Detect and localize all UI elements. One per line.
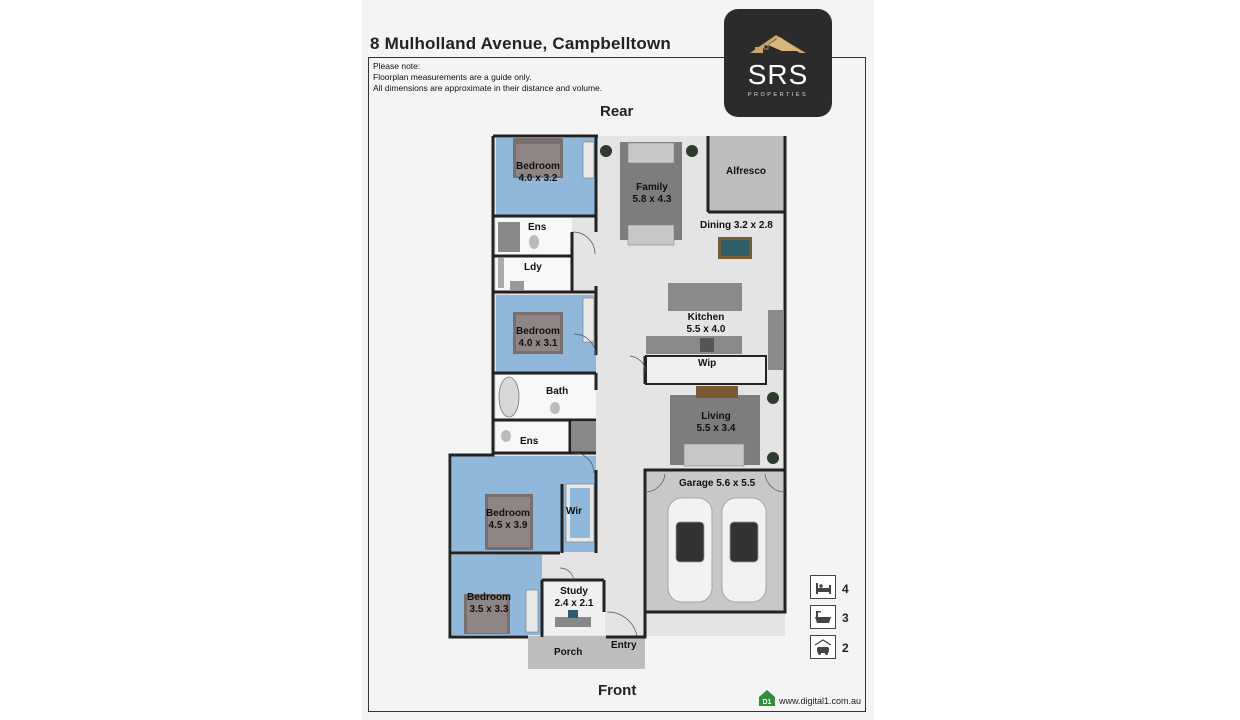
house-roof-icon	[750, 35, 806, 53]
entry-area	[605, 582, 645, 636]
kitchen-side-bench	[768, 310, 783, 370]
property-title: 8 Mulholland Avenue, Campbelltown	[370, 34, 671, 53]
legend-bath	[810, 605, 836, 629]
room-living-dims: 5.5 x 3.4	[696, 423, 736, 434]
walls	[448, 134, 787, 639]
room-bedroom-2-name: Bedroom	[516, 326, 560, 337]
bedroom-1-wardrobe	[582, 141, 595, 179]
room-kitchen: Kitchen 5.5 x 4.0	[684, 312, 728, 336]
footer-url: www.digital1.com.au	[779, 696, 862, 706]
room-alfresco: Alfresco	[726, 166, 767, 177]
note-line-1: Please note:	[373, 61, 421, 71]
legend-bed-count: 4	[842, 582, 849, 596]
legend-bed	[810, 575, 836, 599]
legend-car	[810, 635, 836, 659]
room-study: Study 2.4 x 2.1	[553, 586, 595, 610]
room-study-name: Study	[560, 586, 588, 597]
room-entry: Entry	[611, 640, 637, 651]
room-bedroom-1: Bedroom 4.0 x 3.2	[516, 161, 560, 185]
room-bath: Bath	[546, 386, 569, 397]
room-study-dims: 2.4 x 2.1	[554, 598, 594, 609]
room-bedroom-2-dims: 4.0 x 3.1	[518, 338, 558, 349]
room-family-dims: 5.8 x 4.3	[632, 194, 672, 205]
room-bedroom-4-dims: 3.5 x 3.3	[469, 604, 509, 615]
legend-car-count: 2	[842, 641, 849, 655]
legend-bath-count: 3	[842, 611, 849, 625]
room-porch: Porch	[554, 647, 583, 658]
door-swings	[559, 231, 786, 637]
room-kitchen-dims: 5.5 x 4.0	[686, 324, 726, 335]
room-bedroom-1-dims: 4.0 x 3.2	[518, 173, 558, 184]
room-dining: Dining 3.2 x 2.8	[700, 220, 773, 231]
bathtub-icon	[815, 611, 831, 623]
laundry-floor	[496, 257, 572, 291]
tv-unit	[696, 386, 738, 398]
room-ensuite-2: Ens	[520, 436, 539, 447]
srs-properties-logo: SRS PROPERTIES	[724, 9, 832, 117]
bedroom-2-wardrobe	[582, 297, 595, 343]
room-kitchen-name: Kitchen	[687, 312, 725, 323]
bed-icon	[816, 583, 831, 594]
logo-brand-text: SRS	[747, 59, 809, 90]
room-bedroom-4-name: Bedroom	[467, 592, 511, 603]
front-label: Front	[598, 682, 637, 699]
car-left	[667, 497, 713, 603]
room-garage: Garage 5.6 x 5.5	[679, 478, 756, 489]
room-living-name: Living	[701, 411, 731, 422]
note-line-2: Floorplan measurements are a guide only.	[373, 72, 532, 82]
note-line-3: All dimensions are approximate in their …	[373, 83, 603, 93]
room-bedroom-2: Bedroom 4.0 x 3.1	[515, 326, 561, 350]
room-living: Living 5.5 x 3.4	[694, 411, 738, 435]
room-bedroom-3: Bedroom 4.5 x 3.9	[485, 508, 531, 532]
room-bedroom-4: Bedroom 3.5 x 3.3	[466, 592, 512, 616]
car-icon	[814, 639, 832, 655]
room-wip: Wip	[698, 358, 717, 369]
kitchen-bench	[646, 336, 742, 354]
porch-area	[528, 636, 645, 669]
disclaimer-note: Please note: Floorplan measurements are …	[373, 61, 602, 94]
car-right	[721, 497, 767, 603]
rear-label: Rear	[600, 103, 634, 120]
room-bedroom-3-name: Bedroom	[486, 508, 530, 519]
room-wir: Wir	[566, 506, 583, 517]
room-bedroom-1-name: Bedroom	[516, 161, 560, 172]
room-laundry: Ldy	[524, 262, 542, 273]
room-family-name: Family	[636, 182, 668, 193]
room-family: Family 5.8 x 4.3	[630, 182, 674, 206]
room-bedroom-3-dims: 4.5 x 3.9	[488, 520, 528, 531]
room-ensuite-1: Ens	[528, 222, 547, 233]
family-sofa-bottom	[627, 224, 675, 246]
alfresco-area	[708, 136, 785, 212]
svg-text:D1: D1	[763, 699, 772, 706]
family-sofa-top	[627, 142, 675, 164]
logo-subtitle: PROPERTIES	[747, 92, 809, 98]
kitchen-island	[668, 283, 742, 311]
living-sofa	[683, 443, 745, 467]
wip-room	[645, 355, 767, 385]
digital1-logo-icon: D1	[759, 690, 775, 706]
